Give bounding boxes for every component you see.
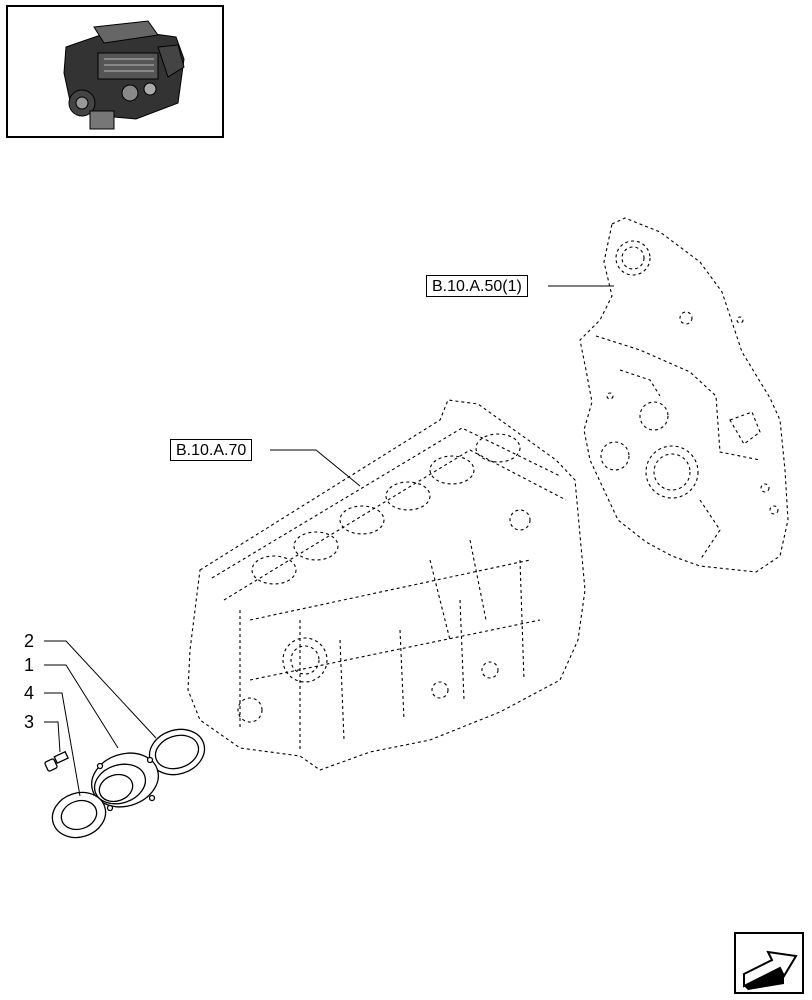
part-seal bbox=[51, 791, 107, 839]
callout-4: 4 bbox=[24, 683, 35, 703]
callout-1: 1 bbox=[24, 655, 35, 675]
leader-callout-3 bbox=[44, 721, 61, 753]
reference-crankcase[interactable]: B.10.A.70 bbox=[170, 439, 253, 461]
callout-2: 2 bbox=[24, 631, 35, 651]
part-bolt bbox=[44, 750, 69, 772]
engine-thumbnail-icon bbox=[63, 20, 185, 130]
callout-3: 3 bbox=[24, 712, 35, 732]
next-page-button[interactable] bbox=[734, 932, 804, 994]
leader-crankcase-b bbox=[315, 449, 361, 487]
front-cover-outline bbox=[579, 217, 789, 573]
engine-block-outline bbox=[187, 399, 586, 771]
part-flange bbox=[91, 752, 159, 812]
next-page-arrow-icon bbox=[743, 950, 798, 990]
engine-thumbnail bbox=[6, 5, 224, 138]
part-gasket bbox=[148, 728, 206, 776]
reference-front-cover[interactable]: B.10.A.50(1) bbox=[426, 275, 528, 297]
leader-callout-2 bbox=[44, 640, 157, 739]
leader-callout-4 bbox=[44, 692, 81, 797]
leader-callout-1 bbox=[44, 664, 119, 749]
